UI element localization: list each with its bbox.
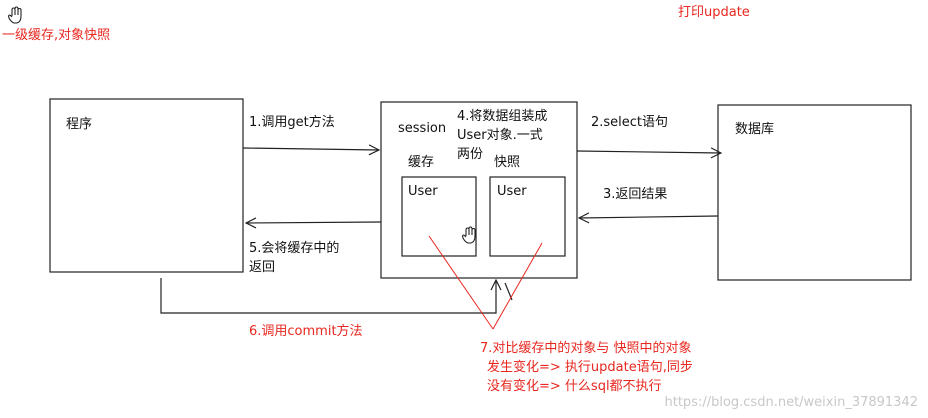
session-note-line-2: User对象.一式	[457, 128, 543, 143]
arrow-return-cache	[246, 222, 382, 223]
arrow-return-result-label: 3.返回结果	[603, 187, 667, 202]
cache-user-label: User	[408, 184, 438, 199]
arrow-return-cache-label-1: 5.会将缓存中的	[249, 240, 339, 256]
snapshot-user-label: User	[497, 184, 527, 199]
print-update-note: 打印update	[678, 5, 750, 20]
session-label: session	[398, 121, 446, 136]
compare-note-line-1: 7.对比缓存中的对象与 快照中的对象	[480, 340, 692, 356]
arrow-commit	[160, 278, 496, 314]
arrow-return-result	[579, 216, 719, 218]
cache-title: 一级缓存,对象快照	[2, 28, 110, 43]
hand-cursor-icon	[7, 6, 22, 24]
cache-box	[401, 176, 477, 257]
arrow-return-cache-label-2: 返回	[249, 260, 275, 275]
program-box	[49, 98, 244, 273]
arrow-commit-label: 6.调用commit方法	[249, 323, 363, 339]
arrow-select	[576, 151, 721, 153]
arrow-select-label: 2.select语句	[591, 115, 668, 130]
database-label: 数据库	[735, 121, 774, 137]
snapshot-label: 快照	[494, 155, 520, 170]
session-note-line-3: 两份	[457, 147, 483, 162]
arrow-call-get-label: 1.调用get方法	[249, 114, 335, 130]
compare-line-cache	[428, 235, 494, 330]
session-note-line-1: 4.将数据组装成	[457, 109, 547, 124]
arrow-call-get	[242, 148, 379, 150]
hand-cursor-icon	[461, 226, 476, 244]
database-box	[717, 104, 912, 281]
watermark: https://blog.csdn.net/weixin_37891342	[664, 395, 918, 410]
snapshot-box	[489, 176, 566, 257]
compare-line-snapshot	[492, 242, 543, 330]
compare-note-line-2: 发生变化=> 执行update语句,同步	[487, 359, 693, 375]
session-box	[380, 101, 578, 279]
program-label: 程序	[66, 117, 92, 132]
cache-label: 缓存	[408, 155, 434, 170]
compare-note-line-3: 没有变化=> 什么sql都不执行	[487, 378, 662, 394]
